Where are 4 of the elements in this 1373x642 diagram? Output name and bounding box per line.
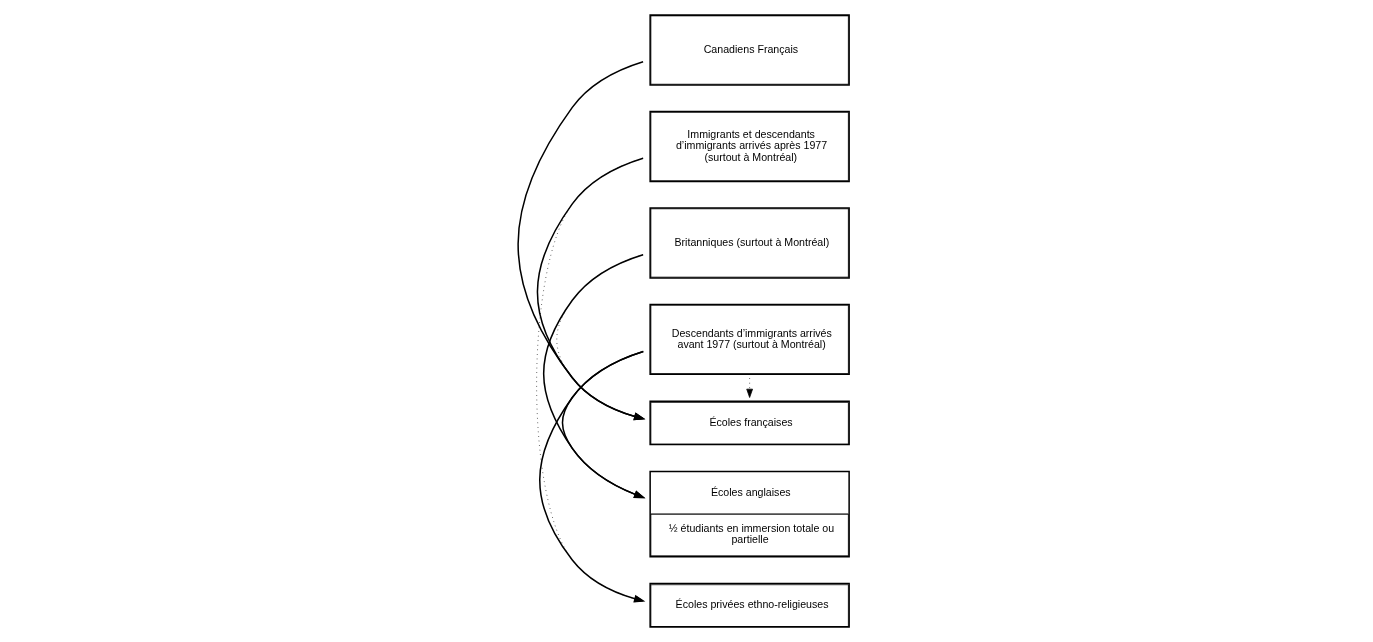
arrow (516, 61, 645, 421)
arrow (536, 157, 645, 421)
arrow (542, 253, 645, 499)
arrow (745, 377, 753, 398)
